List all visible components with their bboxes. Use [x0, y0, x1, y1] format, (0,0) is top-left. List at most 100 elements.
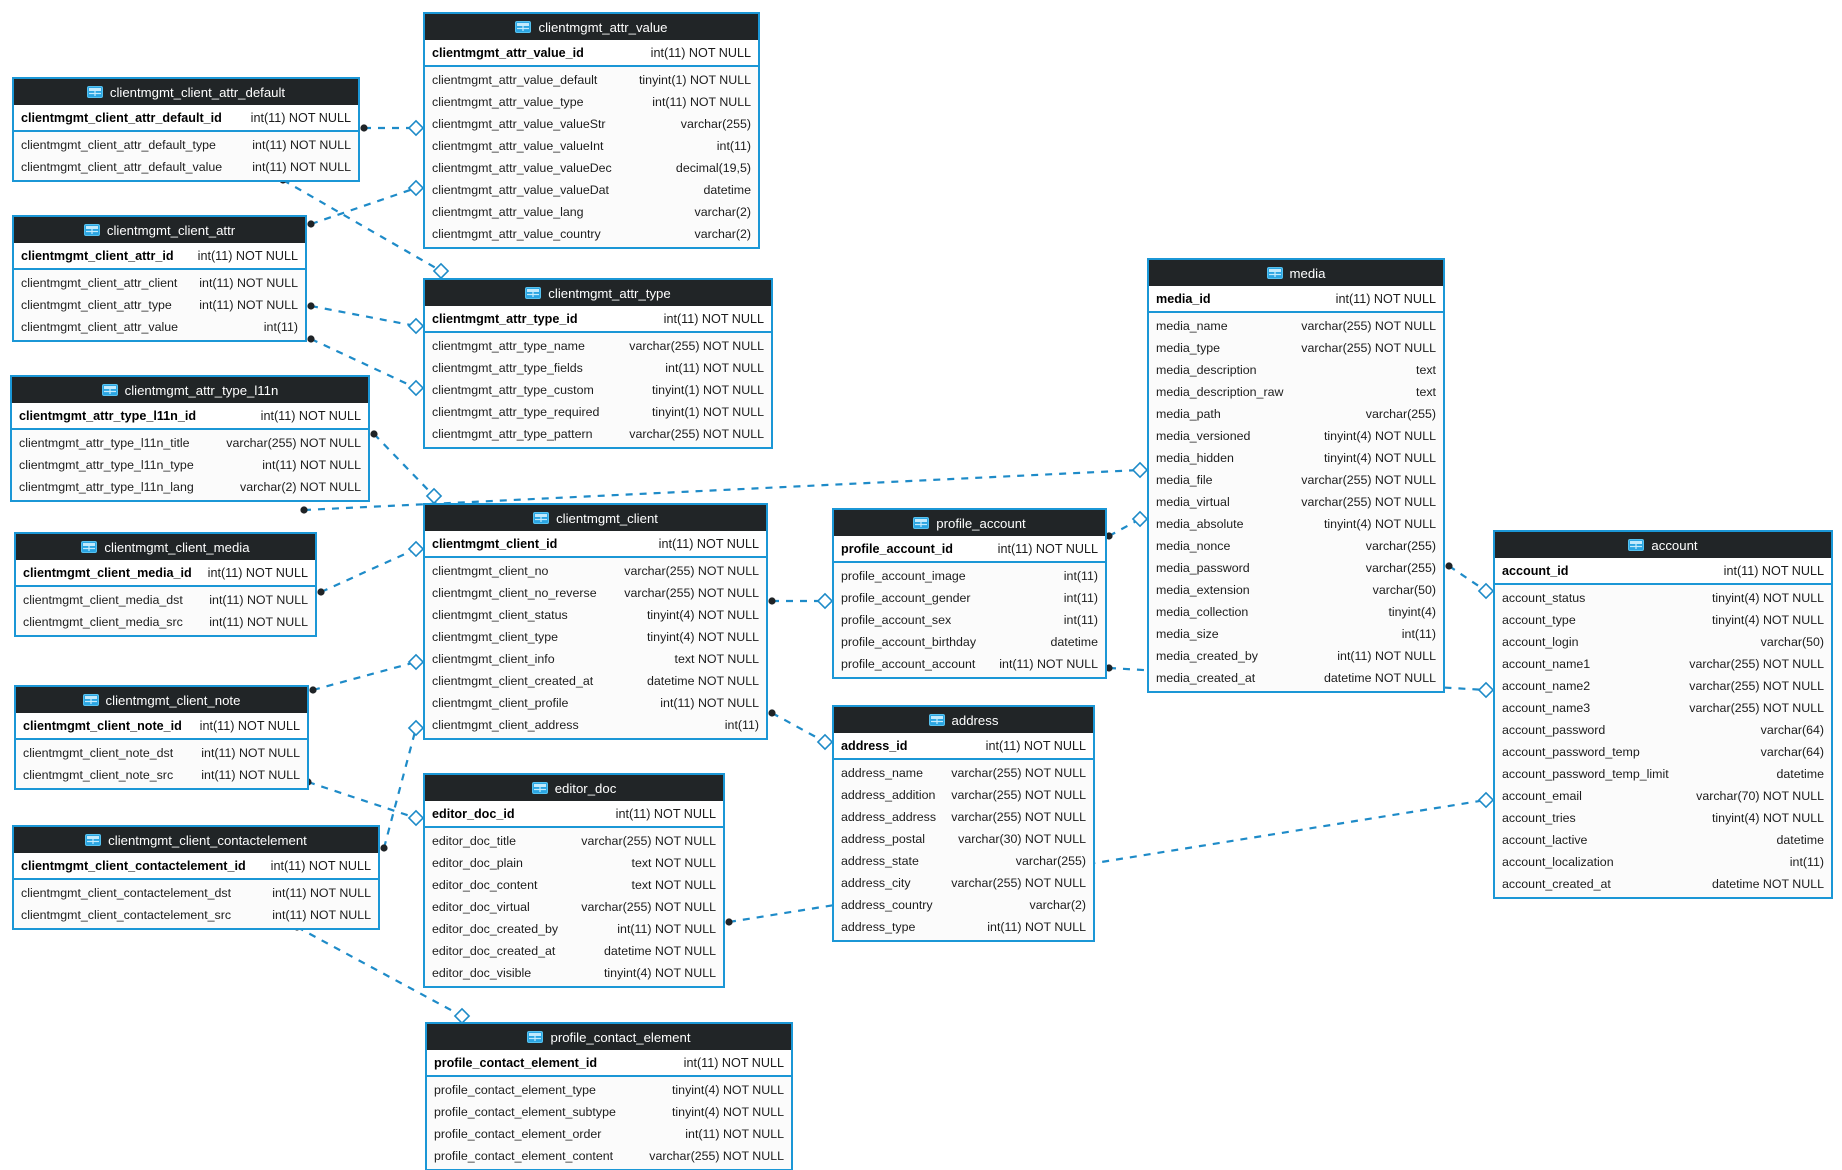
table-header[interactable]: clientmgmt_attr_type: [425, 280, 771, 306]
relationship-line[interactable]: [310, 304, 417, 328]
relationship-line[interactable]: [771, 712, 826, 743]
relationship-connector[interactable]: [768, 592, 834, 610]
relationship-connector[interactable]: [1105, 510, 1149, 540]
table-header[interactable]: profile_account: [834, 510, 1105, 536]
table-header[interactable]: clientmgmt_client_attr_default: [14, 79, 358, 105]
relationship-connector[interactable]: [360, 119, 425, 137]
table-header[interactable]: clientmgmt_attr_value: [425, 14, 758, 40]
table-header[interactable]: profile_contact_element: [427, 1024, 791, 1050]
table-header[interactable]: media: [1149, 260, 1443, 286]
relationship-line[interactable]: [373, 433, 435, 497]
relationship-line[interactable]: [307, 780, 417, 820]
relationship-connector[interactable]: [370, 430, 443, 505]
relationship-connector[interactable]: [307, 335, 425, 397]
table-header[interactable]: account: [1495, 532, 1831, 558]
relationship-connector[interactable]: [300, 461, 1149, 514]
relationship-line[interactable]: [310, 338, 417, 389]
relationship-connector[interactable]: [380, 719, 425, 852]
table-header[interactable]: clientmgmt_attr_type_l11n: [12, 377, 368, 403]
table-header[interactable]: editor_doc: [425, 775, 723, 801]
